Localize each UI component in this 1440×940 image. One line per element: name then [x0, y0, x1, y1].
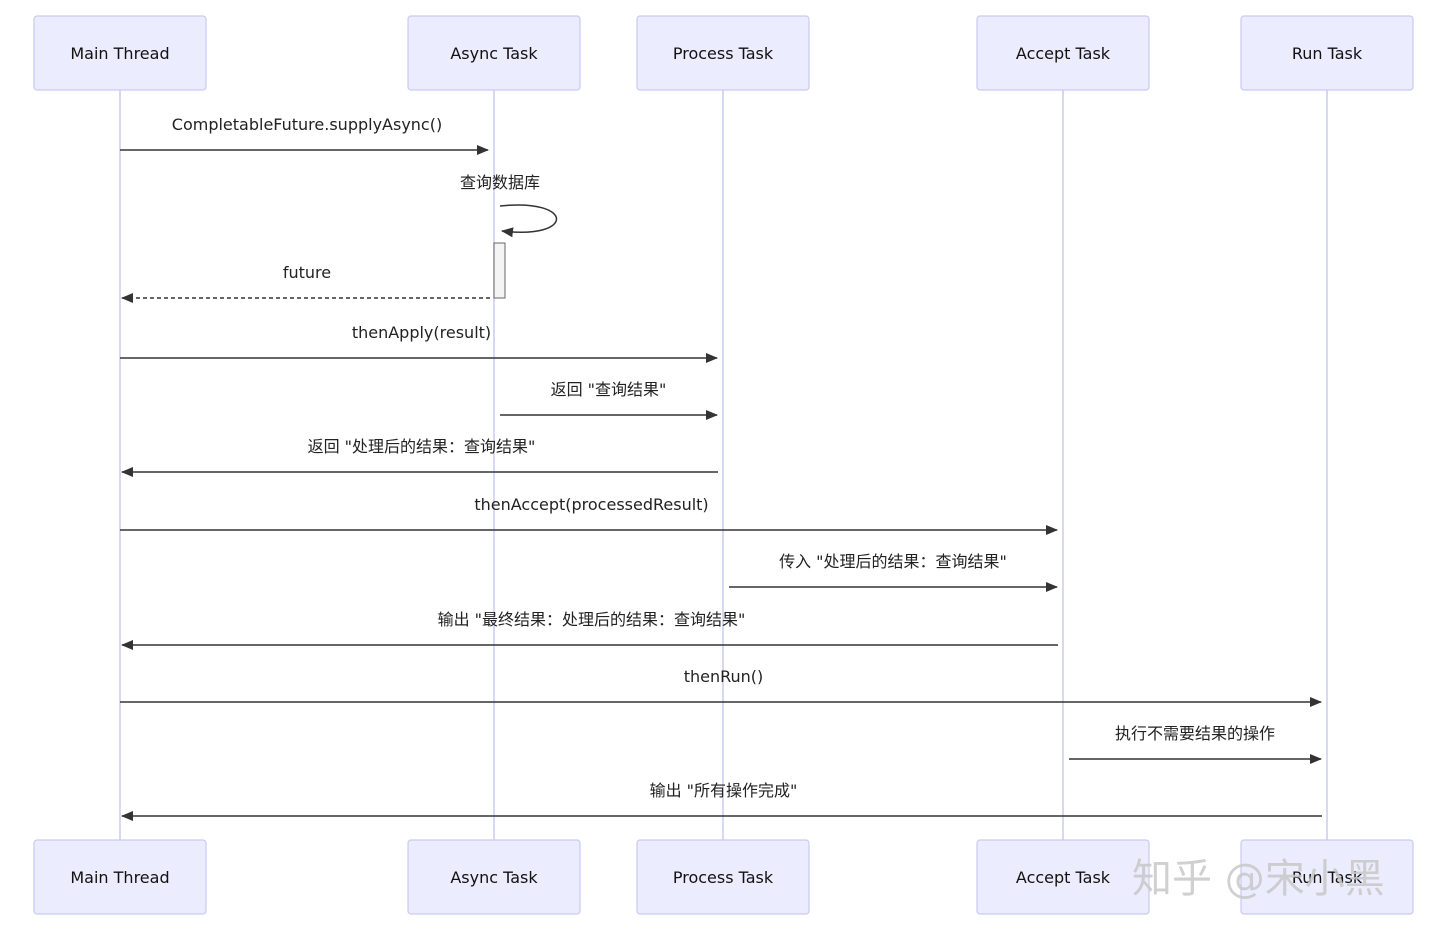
message-6: 返回 "处理后的结果：查询结果": [121, 437, 718, 477]
participant-label: Run Task: [1292, 868, 1363, 887]
self-message-arrow: [499, 204, 558, 238]
participant-box: [33, 839, 207, 915]
participant-box: [1240, 15, 1414, 91]
message-5: 返回 "查询结果": [500, 380, 718, 420]
participant-box: [976, 15, 1150, 91]
message-9: 输出 "最终结果：处理后的结果：查询结果": [121, 610, 1058, 650]
message-label: 返回 "查询结果": [551, 380, 667, 399]
message-10: thenRun(): [120, 667, 1322, 707]
participant-label: Async Task: [450, 868, 538, 887]
participant-main-top: Main Thread: [33, 15, 207, 91]
participant-label: Process Task: [673, 868, 774, 887]
participant-label: Accept Task: [1016, 868, 1111, 887]
participant-main-bottom: Main Thread: [33, 839, 207, 915]
participant-label: Run Task: [1292, 44, 1363, 63]
watermark-text: 知乎 @宋小黑: [1132, 856, 1385, 902]
participant-label: Async Task: [450, 44, 538, 63]
message-7: thenAccept(processedResult): [120, 495, 1058, 535]
participant-box: [407, 839, 581, 915]
participant-process-top: Process Task: [636, 15, 810, 91]
message-8: 传入 "处理后的结果：查询结果": [729, 552, 1058, 592]
message-4: thenApply(result): [120, 323, 718, 363]
participant-accept-top: Accept Task: [976, 15, 1150, 91]
message-label: 输出 "所有操作完成": [650, 781, 798, 800]
message-12: 输出 "所有操作完成": [121, 781, 1322, 821]
message-label: future: [283, 263, 331, 282]
message-label: thenApply(result): [352, 323, 491, 342]
participant-label: Main Thread: [70, 868, 169, 887]
message-2: 查询数据库: [460, 173, 558, 299]
message-label: CompletableFuture.supplyAsync(): [172, 115, 442, 134]
message-label: 输出 "最终结果：处理后的结果：查询结果": [438, 610, 746, 629]
participant-box: [976, 839, 1150, 915]
message-label: thenRun(): [684, 667, 764, 686]
participant-accept-bottom: Accept Task: [976, 839, 1150, 915]
message-label: 传入 "处理后的结果：查询结果": [779, 552, 1007, 571]
message-label: 返回 "处理后的结果：查询结果": [308, 437, 536, 456]
participant-label: Process Task: [673, 44, 774, 63]
message-3: future: [121, 263, 490, 303]
participant-async-bottom: Async Task: [407, 839, 581, 915]
message-label: 执行不需要结果的操作: [1115, 724, 1275, 743]
participant-label: Accept Task: [1016, 44, 1111, 63]
message-label: thenAccept(processedResult): [474, 495, 708, 514]
participant-box: [1240, 839, 1414, 915]
participant-box: [407, 15, 581, 91]
participant-label: Main Thread: [70, 44, 169, 63]
participant-process-bottom: Process Task: [636, 839, 810, 915]
participant-run-bottom: Run Task: [1240, 839, 1414, 915]
participant-async-top: Async Task: [407, 15, 581, 91]
participant-box: [33, 15, 207, 91]
activation-bar: [493, 242, 506, 299]
message-11: 执行不需要结果的操作: [1069, 724, 1322, 764]
participant-box: [636, 839, 810, 915]
message-1: CompletableFuture.supplyAsync(): [120, 115, 489, 155]
participant-run-top: Run Task: [1240, 15, 1414, 91]
message-label: 查询数据库: [460, 173, 540, 192]
participant-box: [636, 15, 810, 91]
